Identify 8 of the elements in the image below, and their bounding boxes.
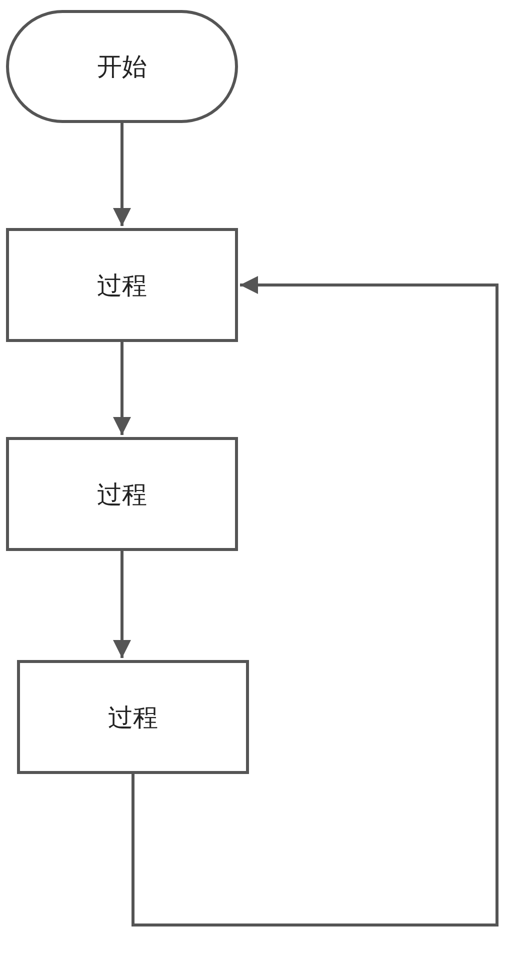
arrow [113, 123, 131, 226]
process-box: 过程 [17, 660, 249, 774]
start-terminal: 开始 [6, 10, 238, 123]
arrow [132, 276, 498, 926]
process-box: 过程 [6, 228, 238, 342]
arrow [113, 342, 131, 435]
process-box: 过程 [6, 437, 238, 551]
arrow [113, 551, 131, 658]
